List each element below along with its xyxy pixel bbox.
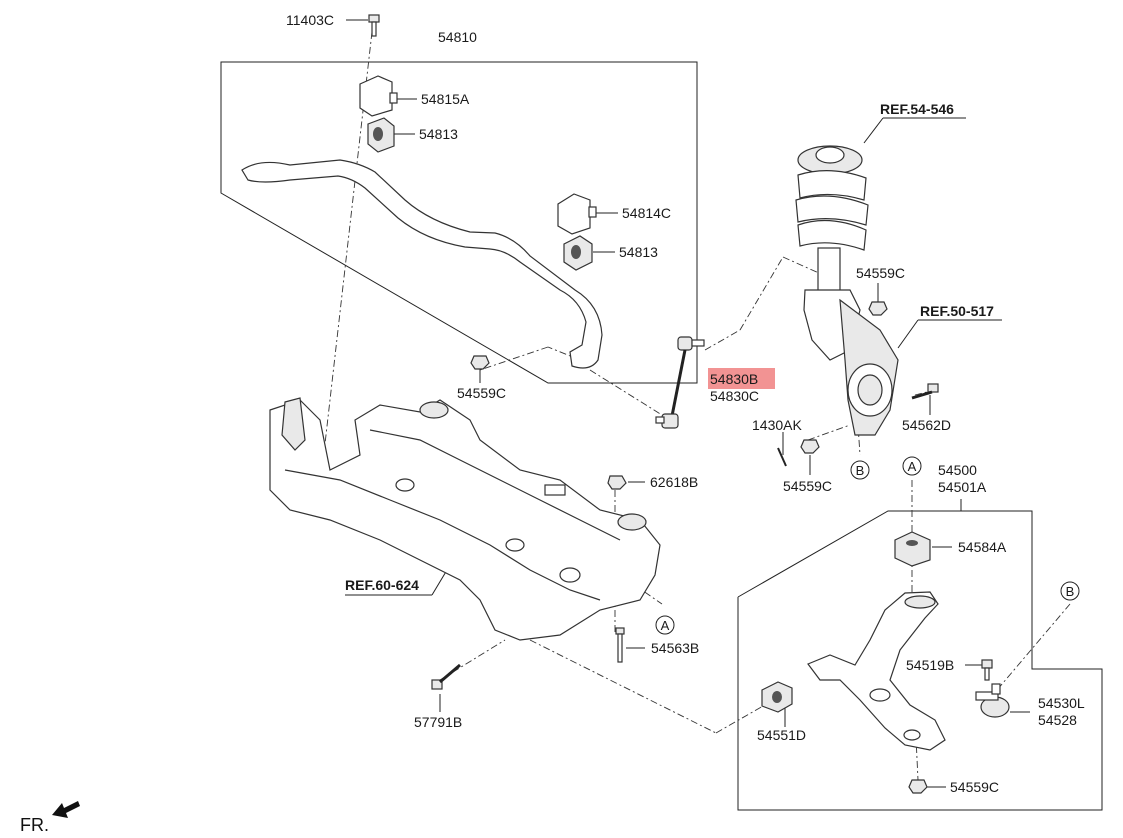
svg-text:B: B xyxy=(856,463,865,478)
label-54813-b: 54813 xyxy=(619,244,658,260)
bushing-54813-a xyxy=(367,117,395,153)
label-54501a: 54501A xyxy=(938,479,987,495)
svg-text:A: A xyxy=(908,459,917,474)
label-ref-50-517: REF.50-517 xyxy=(920,303,994,319)
stabilizer-group-box xyxy=(220,61,698,384)
label-54530l: 54530L xyxy=(1038,695,1085,711)
label-54563b: 54563B xyxy=(651,640,699,656)
callout-a-top: A xyxy=(902,456,922,476)
label-54559c-b: 54559C xyxy=(856,265,905,281)
bolt-54563b xyxy=(615,627,625,663)
nut-54559c-d xyxy=(908,779,928,794)
bushing-54813-b xyxy=(563,235,593,271)
subframe-crossmember xyxy=(269,397,661,641)
label-54500: 54500 xyxy=(938,462,977,478)
nut-54559c-c xyxy=(800,439,820,454)
label-62618b: 62618B xyxy=(650,474,698,490)
label-1430ak: 1430AK xyxy=(752,417,802,433)
label-54528: 54528 xyxy=(1038,712,1077,728)
stabilizer-link-54830 xyxy=(655,336,705,429)
front-direction-indicator: FR. xyxy=(20,801,80,835)
bushing-54584a xyxy=(894,531,931,567)
label-54519b: 54519B xyxy=(906,657,954,673)
label-54559c-a: 54559C xyxy=(457,385,506,401)
lower-control-arm xyxy=(807,591,946,751)
label-leaders xyxy=(345,19,1030,788)
strut-assembly xyxy=(795,145,899,436)
callout-b-arm: B xyxy=(1060,581,1080,601)
leader-lines xyxy=(321,31,1071,781)
bolt-54519b xyxy=(981,659,993,681)
label-54562d: 54562D xyxy=(902,417,951,433)
part-highlight xyxy=(708,368,775,389)
label-ref-60-624: REF.60-624 xyxy=(345,577,419,593)
label-54813-a: 54813 xyxy=(419,126,458,142)
nut-54559c-a xyxy=(470,355,490,370)
svg-text:A: A xyxy=(661,618,670,633)
svg-text:B: B xyxy=(1066,584,1075,599)
label-54815a: 54815A xyxy=(421,91,470,107)
label-57791b: 57791B xyxy=(414,714,462,730)
label-54584a: 54584A xyxy=(958,539,1007,555)
nut-62618b xyxy=(607,475,627,490)
label-54559c-c: 54559C xyxy=(783,478,832,494)
label-54810: 54810 xyxy=(438,29,477,45)
ball-joint-54530l xyxy=(975,683,1010,718)
front-arrow-icon xyxy=(52,801,80,818)
label-54830b: 54830B xyxy=(710,371,758,387)
label-fr: FR. xyxy=(20,815,49,835)
bushing-54551d xyxy=(761,681,793,713)
callout-b-knuckle: B xyxy=(850,460,870,480)
label-ref-54-546: REF.54-546 xyxy=(880,101,954,117)
callout-a-subframe: A xyxy=(655,615,675,635)
label-54559c-d: 54559C xyxy=(950,779,999,795)
stabilizer-bar xyxy=(241,159,603,369)
label-54814c: 54814C xyxy=(622,205,671,221)
label-54830c: 54830C xyxy=(710,388,759,404)
label-54551d: 54551D xyxy=(757,727,806,743)
bracket-54814c xyxy=(557,193,597,235)
bolt-54562d xyxy=(911,383,939,400)
label-11403c: 11403C xyxy=(286,12,334,28)
pin-1430ak xyxy=(777,447,787,467)
bracket-54815a xyxy=(359,75,398,117)
bolt-11403c xyxy=(368,14,380,37)
nut-54559c-b xyxy=(868,301,888,316)
bolt-57791b xyxy=(431,663,461,690)
